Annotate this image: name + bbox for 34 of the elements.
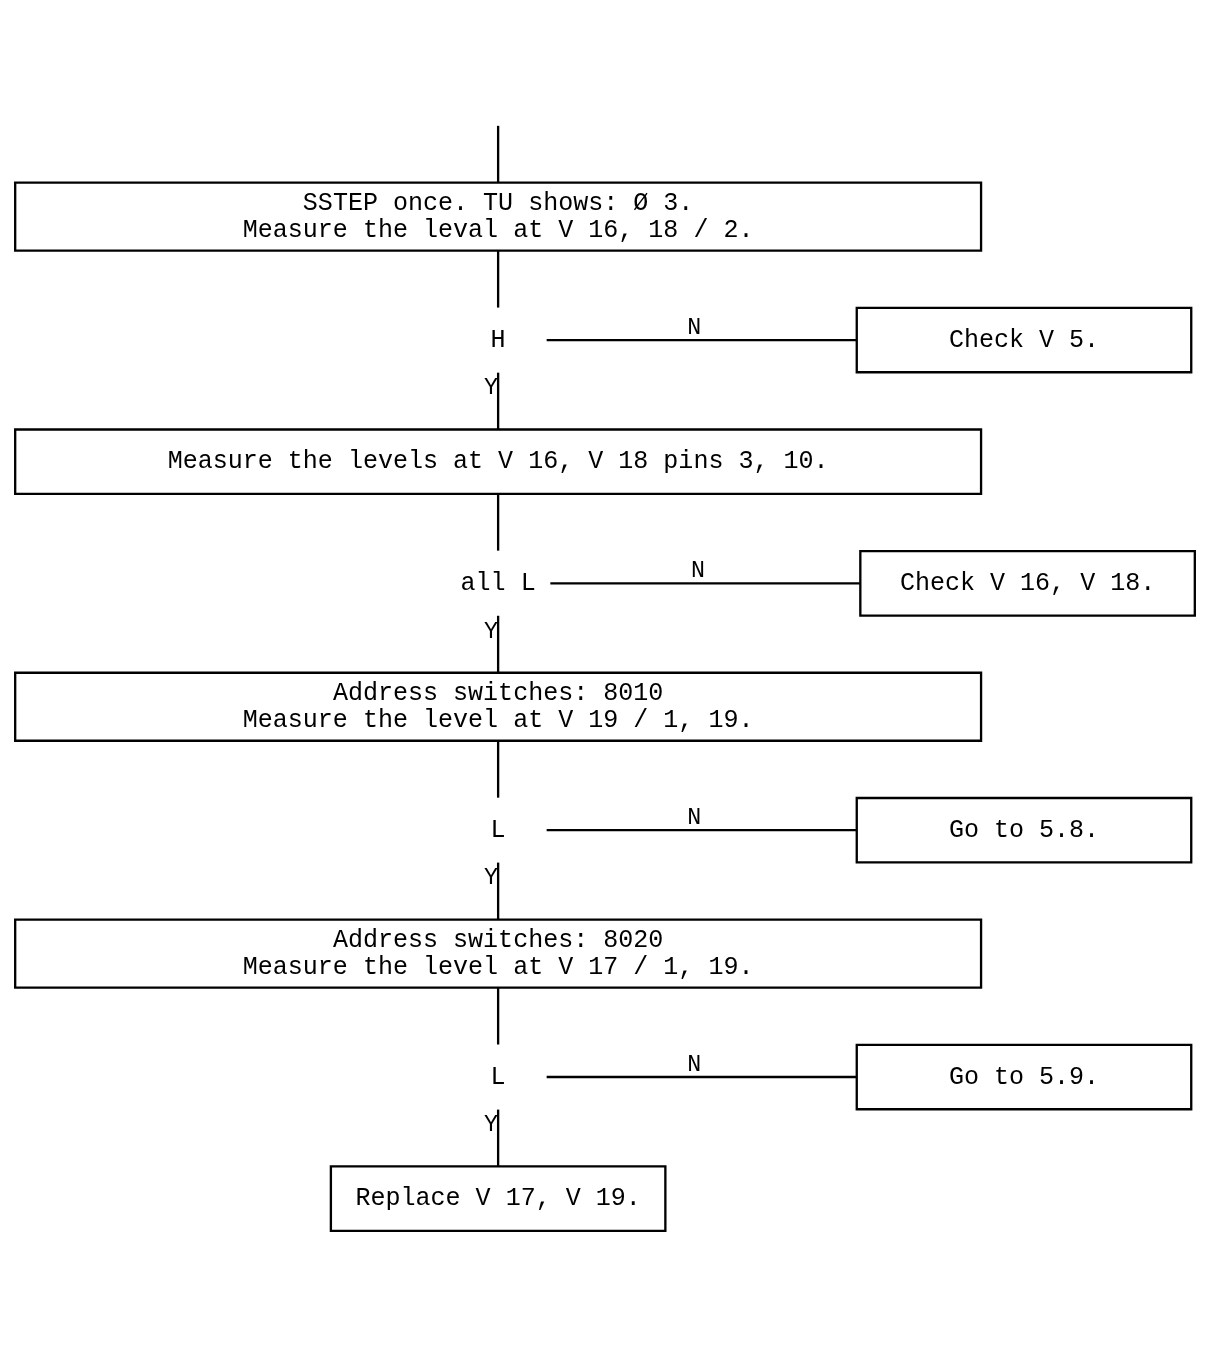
edge-label: N: [687, 804, 702, 831]
connector: [496, 987, 500, 1044]
node-box: Measure the levels at V 16, V 18 pins 3, 10.: [14, 427, 983, 495]
connector: [496, 125, 500, 182]
node-box: Address switches: 8010 Measure the level at V 19 / 1, 19.: [14, 671, 983, 742]
connector: [546, 1075, 857, 1078]
edge-label: Y: [484, 618, 498, 645]
node-text: H: [490, 325, 506, 355]
edge-label: N: [687, 1051, 702, 1078]
node-box: Replace V 17, V 19.: [329, 1164, 667, 1232]
node-box: Go to 5.8.: [855, 796, 1193, 864]
node-box: Address switches: 8020 Measure the level at V 17 / 1, 19.: [14, 917, 983, 989]
edge-label: Y: [484, 374, 498, 401]
connector: [496, 862, 500, 919]
node-text: L: [490, 1062, 506, 1092]
connector: [496, 493, 500, 551]
connector: [496, 1109, 500, 1166]
node-box: Check V 16, V 18.: [859, 549, 1196, 617]
edge-label: Y: [484, 864, 498, 891]
edge-label: Y: [484, 1111, 498, 1138]
connector: [496, 372, 500, 429]
node-text: L: [490, 815, 506, 845]
node-box: SSTEP once. TU shows: Ø 3. Measure the leval at V 16, 18 / 2.: [14, 181, 983, 252]
connector: [546, 338, 857, 341]
node-box: Check V 5.: [855, 306, 1193, 373]
node-box: Go to 5.9.: [855, 1043, 1193, 1110]
edge-label: N: [690, 557, 705, 584]
connector: [496, 250, 500, 308]
connector: [496, 740, 500, 798]
connector: [546, 828, 857, 831]
edge-label: N: [687, 314, 702, 341]
connector: [496, 615, 500, 672]
node-text: all L: [460, 568, 536, 598]
connector: [550, 581, 860, 584]
